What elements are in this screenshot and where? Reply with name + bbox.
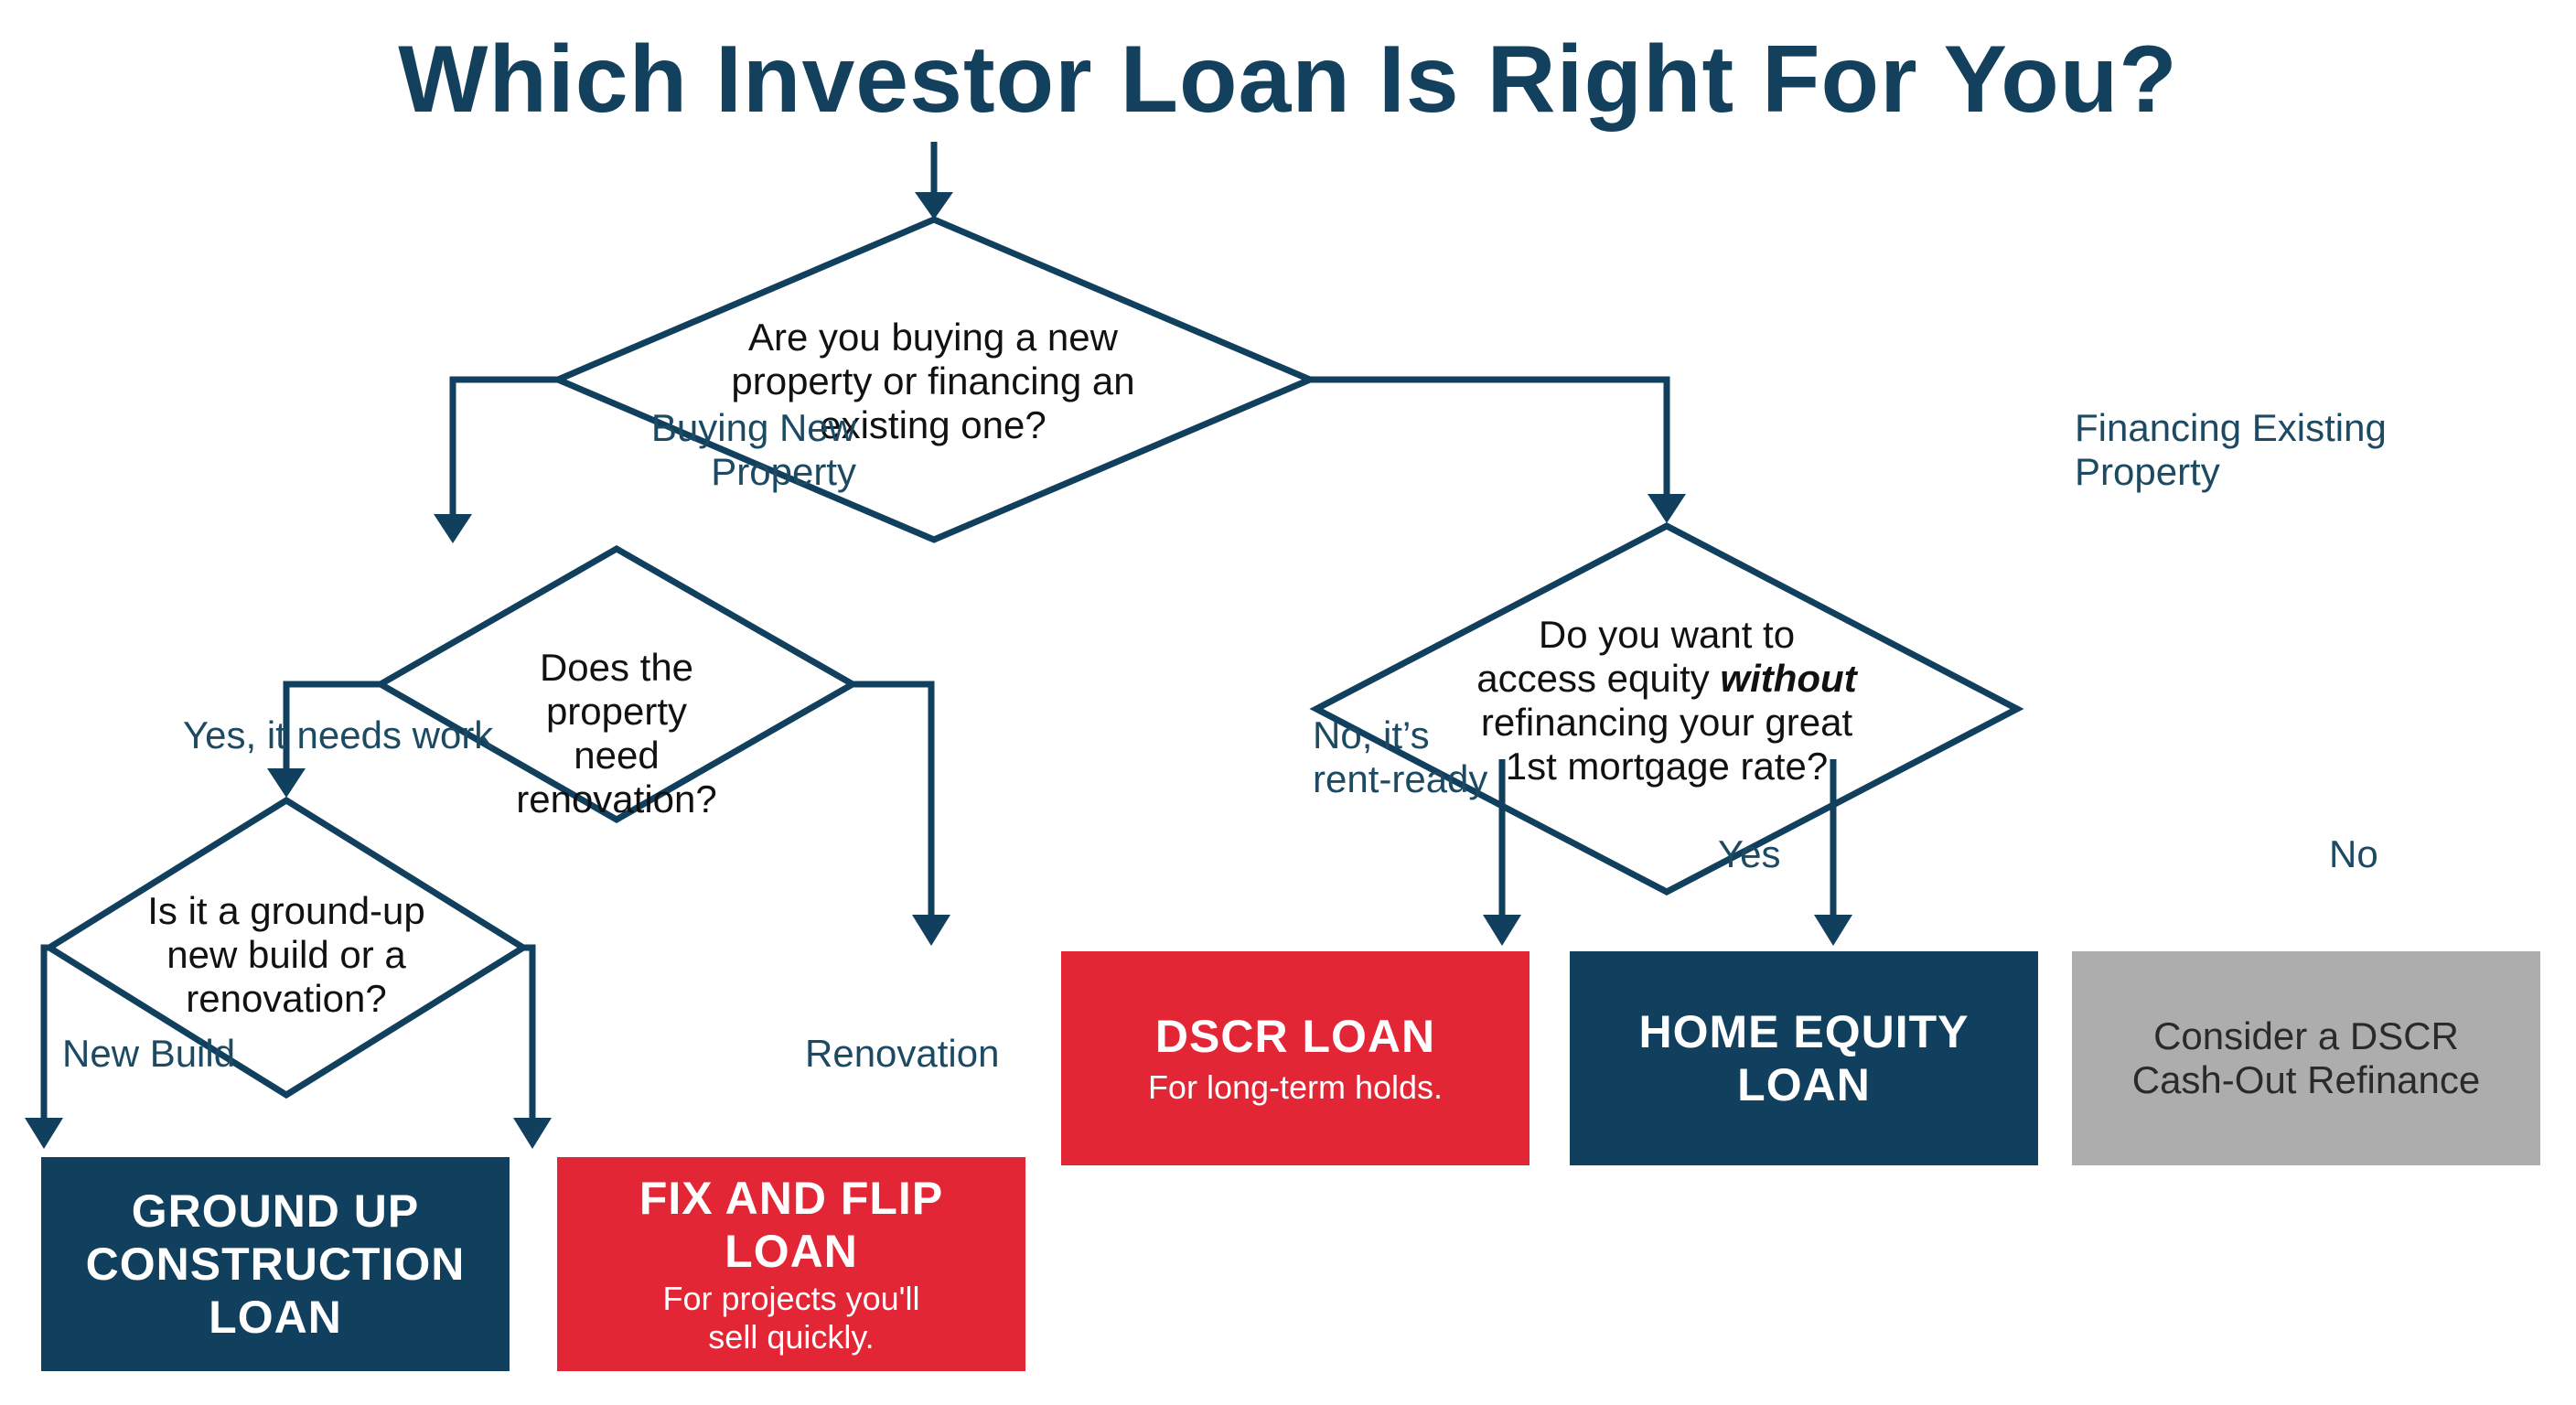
label-yes: Yes — [1718, 832, 1781, 875]
label-new-build: New Build — [62, 1032, 236, 1075]
question-line: existing one? — [820, 403, 1046, 446]
connector-q1-q4 — [1310, 376, 1670, 501]
label-line: Financing Existing — [2075, 406, 2387, 449]
decision-diamond-q1 — [550, 216, 1318, 543]
connector-q2-q3 — [283, 681, 381, 776]
question-line: Do you want to — [1538, 613, 1796, 656]
question-line: refinancing your great — [1480, 701, 1853, 744]
label-needs-work: Yes, it needs work — [183, 713, 494, 756]
label-line: No, it’s — [1313, 713, 1430, 756]
question-line: 1st mortgage rate? — [1505, 745, 1829, 788]
label-rent-ready: No, it’s rent-ready — [1313, 713, 1569, 801]
label-renovation: Renovation — [805, 1032, 1000, 1075]
outcome-home-equity-loan: HOME EQUITY LOAN — [1570, 951, 2038, 1165]
outcome-ground-up-construction-loan: GROUND UP CONSTRUCTION LOAN — [41, 1157, 510, 1371]
outcome-dscr-loan: DSCR LOAN For long-term holds. — [1061, 951, 1530, 1165]
question-line: need renovation? — [516, 734, 717, 820]
outcome-title-line: Cash-Out Refinance — [2131, 1058, 2481, 1101]
label-buying-new-property: Buying New Property — [585, 406, 856, 494]
decision-diamond-q2 — [373, 544, 860, 824]
outcome-title-line: FIX AND FLIP — [639, 1173, 944, 1224]
arrowhead — [915, 192, 953, 220]
outcome-title-line: LOAN — [209, 1292, 342, 1343]
outcome-title-line: LOAN — [724, 1226, 858, 1277]
arrowhead — [513, 1118, 552, 1149]
label-line: rent-ready — [1313, 757, 1488, 800]
outcome-subtitle-line: sell quickly. — [708, 1318, 875, 1356]
question-access-equity: Do you want to access equity without ref… — [1438, 613, 1895, 788]
connector-q1-q2 — [449, 376, 558, 521]
decision-diamond-q4 — [1309, 522, 2024, 896]
outcome-title-line: GROUND UP — [131, 1185, 420, 1237]
outcome-subtitle-line: For projects you'll — [662, 1280, 920, 1317]
outcome-title-line: CONSTRUCTION — [85, 1239, 466, 1290]
question-need-renovation: Does the property need renovation? — [470, 646, 763, 821]
label-line: Property — [2075, 450, 2220, 493]
question-line: Are you buying a new — [748, 316, 1118, 359]
question-text: access equity — [1476, 657, 1721, 700]
connector-q2-dscr — [853, 681, 935, 922]
question-build-or-renovation: Is it a ground-up new build or a renovat… — [131, 889, 442, 1021]
question-line: property or financing an — [731, 359, 1135, 402]
arrowhead — [434, 514, 472, 543]
arrowhead — [25, 1118, 63, 1149]
question-line: access equity without — [1438, 657, 1895, 701]
question-buy-or-finance: Are you buying a new property or financi… — [695, 316, 1171, 447]
arrowhead — [912, 915, 950, 946]
connector-q3-fixflip — [523, 944, 536, 1125]
outcome-title: DSCR LOAN — [1154, 1011, 1436, 1062]
question-line: Is it a ground-up — [147, 889, 425, 932]
page-title: Which Investor Loan Is Right For You? — [398, 27, 2178, 133]
outcome-title-line: Consider a DSCR — [2153, 1014, 2459, 1057]
label-line: Buying New — [650, 406, 856, 449]
outcome-title-line: LOAN — [1737, 1059, 1871, 1110]
arrowhead — [267, 768, 306, 798]
emphasis-without: without — [1720, 657, 1857, 700]
outcome-dscr-cash-out-refinance: Consider a DSCR Cash-Out Refinance — [2072, 951, 2540, 1165]
outcome-subtitle: For long-term holds. — [1147, 1068, 1444, 1106]
label-line: Property — [711, 450, 856, 493]
connector-q3-groundup — [40, 944, 49, 1125]
question-line: Does the property — [539, 646, 694, 733]
outcome-fix-and-flip-loan: FIX AND FLIP LOAN For projects you'll se… — [557, 1157, 1025, 1371]
label-no: No — [2329, 832, 2378, 875]
question-line: renovation? — [186, 977, 387, 1020]
outcome-title-line: HOME EQUITY — [1638, 1006, 1970, 1057]
arrowhead — [1814, 915, 1852, 946]
arrowhead — [1648, 494, 1686, 523]
decision-diamond-q3 — [43, 796, 530, 1099]
question-line: new build or a — [166, 933, 406, 976]
arrowhead — [1483, 915, 1521, 946]
label-financing-existing-property: Financing Existing Property — [2075, 406, 2459, 494]
